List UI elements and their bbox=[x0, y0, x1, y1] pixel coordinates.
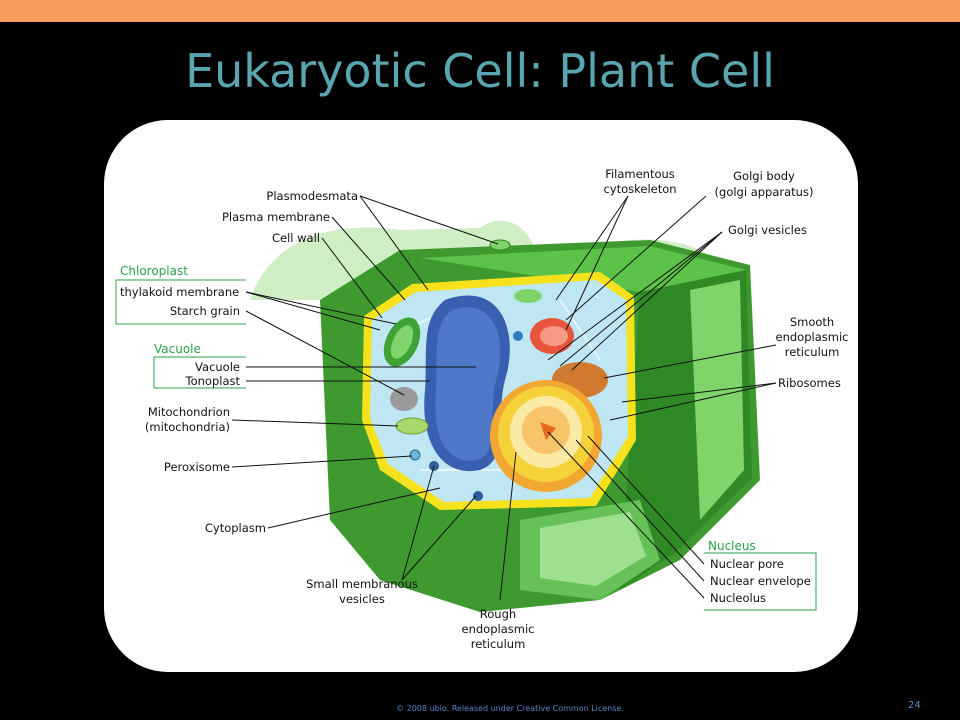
label-vacuole: Vacuole bbox=[195, 360, 240, 374]
label-small-vesicles-1: Small membranous bbox=[306, 577, 418, 591]
small-chloroplast bbox=[514, 289, 542, 303]
nucleolus bbox=[540, 422, 556, 440]
cell-wall-top bbox=[420, 246, 746, 292]
label-golgi-vesicles: Golgi vesicles bbox=[728, 223, 807, 237]
label-filamentous-2: cytoskeleton bbox=[603, 182, 676, 196]
cell-wall-front-inner bbox=[540, 512, 646, 586]
label-vacuole-group: Vacuole bbox=[154, 342, 201, 356]
starch-grain bbox=[390, 387, 418, 411]
cell-wall-side-inner bbox=[690, 280, 744, 520]
label-golgi-body-2: (golgi apparatus) bbox=[715, 185, 814, 199]
label-smooth-er-2: endoplasmic bbox=[776, 330, 849, 344]
label-cell-wall: Cell wall bbox=[272, 231, 320, 245]
vacuole-inner bbox=[435, 307, 501, 461]
peroxisome bbox=[409, 449, 421, 461]
mitochondrion bbox=[395, 417, 429, 435]
label-nuclear-envelope: Nuclear envelope bbox=[710, 574, 811, 588]
leader-lines bbox=[231, 195, 777, 601]
plasmodesma bbox=[489, 239, 511, 251]
label-small-vesicles-2: vesicles bbox=[339, 592, 385, 606]
label-plasmodesmata: Plasmodesmata bbox=[266, 189, 358, 203]
label-smooth-er-1: Smooth bbox=[790, 315, 834, 329]
label-chloroplast-group: Chloroplast bbox=[120, 264, 188, 278]
chloroplast-group-box bbox=[115, 279, 246, 325]
label-tonoplast: Tonoplast bbox=[185, 374, 241, 388]
copyright-footer: © 2008 ubio. Released under Creative Com… bbox=[396, 704, 624, 713]
label-nucleolus: Nucleolus bbox=[710, 591, 766, 605]
label-mitochondria: (mitochondria) bbox=[145, 420, 230, 434]
thylakoid bbox=[390, 325, 414, 359]
label-rough-er-3: reticulum bbox=[471, 637, 526, 651]
label-cytoplasm: Cytoplasm bbox=[205, 521, 266, 535]
label-filamentous-1: Filamentous bbox=[605, 167, 675, 181]
vesicle-2 bbox=[473, 491, 483, 501]
page-number: 24 bbox=[908, 700, 921, 711]
plant-cell-diagram: Plasmodesmata Plasma membrane Cell wall … bbox=[115, 167, 849, 651]
label-thylakoid-membrane: thylakoid membrane bbox=[120, 285, 239, 299]
golgi-inner bbox=[540, 326, 568, 346]
label-nucleus-group: Nucleus bbox=[708, 539, 756, 553]
label-nuclear-pore: Nuclear pore bbox=[710, 557, 784, 571]
label-starch-grain: Starch grain bbox=[170, 304, 240, 318]
label-peroxisome: Peroxisome bbox=[164, 460, 230, 474]
label-mitochondrion: Mitochondrion bbox=[148, 405, 230, 419]
vesicle-3 bbox=[513, 331, 523, 341]
nucleus-group-box bbox=[704, 552, 817, 611]
label-rough-er-2: endoplasmic bbox=[462, 622, 535, 636]
accent-bar bbox=[0, 0, 960, 22]
slide-title: Eukaryotic Cell: Plant Cell bbox=[185, 44, 775, 98]
label-smooth-er-3: reticulum bbox=[785, 345, 840, 359]
label-plasma-membrane: Plasma membrane bbox=[222, 210, 330, 224]
vacuole-group-box bbox=[153, 356, 246, 389]
label-golgi-body-1: Golgi body bbox=[733, 169, 795, 183]
diagram-panel: Plasmodesmata Plasma membrane Cell wall … bbox=[104, 120, 858, 672]
label-rough-er-1: Rough bbox=[480, 607, 516, 621]
label-ribosomes: Ribosomes bbox=[778, 376, 841, 390]
